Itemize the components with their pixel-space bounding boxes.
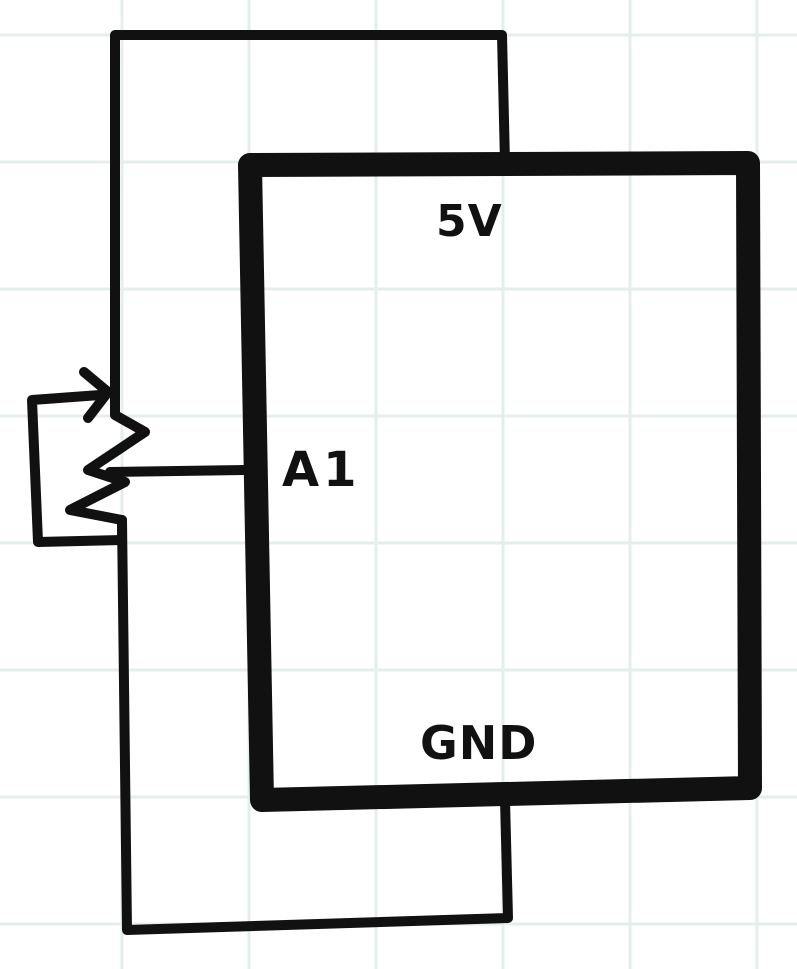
rectangle-board-icon: [238, 151, 762, 812]
potentiometer-icon: [65, 390, 150, 525]
wiper-arrowhead: [79, 367, 113, 423]
wire-gnd: [117, 515, 513, 935]
wire-5v: [110, 30, 510, 400]
pin-label-5v: 5V: [436, 196, 503, 247]
pin-label-a1: A1: [282, 442, 361, 498]
wiper-arrow-icon: [27, 390, 127, 547]
wire-a1: [105, 465, 250, 477]
pin-label-gnd: GND: [420, 716, 538, 770]
